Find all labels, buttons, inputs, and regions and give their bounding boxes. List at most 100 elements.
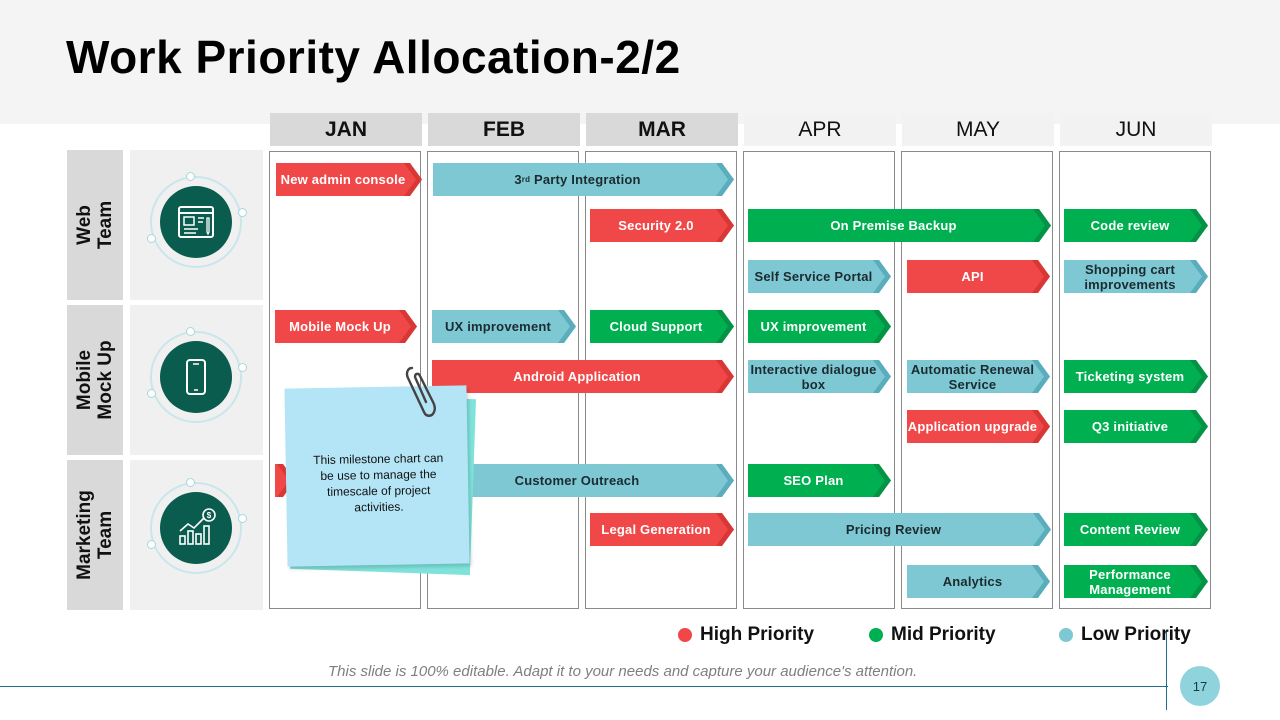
task-bar-label: [275, 464, 283, 497]
paperclip-icon: [405, 366, 437, 417]
task-bar: Pricing Review: [748, 513, 1051, 546]
task-bar-label: Shopping cart improvements: [1084, 261, 1176, 292]
task-bar: UX improvement: [748, 310, 891, 343]
task-bar: Android Application: [432, 360, 734, 393]
task-bar: Shopping cart improvements: [1064, 260, 1208, 293]
legend-low-label: Low Priority: [1081, 624, 1191, 645]
task-bar: Mobile Mock Up: [275, 310, 417, 343]
team-label-web-line2: Team: [95, 200, 116, 250]
task-bar-label: Q3 initiative: [1091, 419, 1169, 434]
task-bar-label: Content Review: [1079, 522, 1181, 537]
team-label-marketing-line2: Team: [95, 510, 116, 560]
task-bar-label: On Premise Backup: [830, 218, 957, 233]
task-bar-label: Pricing Review: [845, 522, 942, 537]
orbit-dot: [186, 172, 195, 181]
task-bar: Automatic Renewal Service: [907, 360, 1050, 393]
task-bar-label: Application upgrade: [907, 419, 1038, 434]
orbit-dot: [147, 540, 156, 549]
legend-mid-label: Mid Priority: [891, 624, 996, 645]
task-bar-label: Customer Outreach: [514, 473, 640, 488]
task-bar-label: Code review: [1090, 218, 1170, 233]
task-bar-label: Analytics: [942, 574, 1003, 589]
task-bar: Code review: [1064, 209, 1208, 242]
task-bar: Performance Management: [1064, 565, 1208, 598]
orbit-dot: [238, 208, 247, 217]
task-bar-label: SEO Plan: [783, 473, 844, 488]
orbit-dot: [186, 478, 195, 487]
task-bar-label: Automatic Renewal Service: [910, 361, 1035, 392]
month-header-jun: JUN: [1060, 113, 1212, 146]
task-bar: Customer Outreach: [432, 464, 734, 497]
month-header-jan: JAN: [270, 113, 422, 146]
task-bar-label: New admin console: [280, 172, 406, 187]
smartphone-icon: [160, 341, 232, 413]
task-bar: New admin console: [276, 163, 422, 196]
footer-divider: [0, 686, 1168, 687]
month-header-may: MAY: [902, 113, 1054, 146]
growth-chart-dollar-icon: $: [160, 492, 232, 564]
task-bar: SEO Plan: [748, 464, 891, 497]
task-bar-label: Ticketing system: [1075, 369, 1185, 384]
task-bar-label: Android Application: [513, 369, 641, 384]
orbit-dot: [147, 389, 156, 398]
task-bar-label: Legal Generation: [601, 522, 711, 537]
orbit-dot: [238, 514, 247, 523]
legend-low-priority: Low Priority: [1059, 624, 1191, 646]
low-priority-dot: [1059, 628, 1073, 642]
team-icon-box-marketing: $: [130, 460, 263, 610]
task-bar: Legal Generation: [590, 513, 734, 546]
team-label-mobile-line1: Mobile: [74, 349, 95, 411]
task-bar: API: [907, 260, 1050, 293]
task-bar: Q3 initiative: [1064, 410, 1208, 443]
footer-text: This slide is 100% editable. Adapt it to…: [328, 663, 918, 680]
legend-high-priority: High Priority: [678, 624, 814, 646]
task-bar: Content Review: [1064, 513, 1208, 546]
task-bar: Self Service Portal: [748, 260, 891, 293]
orbit-dot: [238, 363, 247, 372]
team-icon-box-web: [130, 150, 263, 300]
orbit-ring: [147, 478, 247, 574]
task-bar: Security 2.0: [590, 209, 734, 242]
task-bar-label: Mobile Mock Up: [289, 319, 391, 334]
task-bar: Cloud Support: [590, 310, 734, 343]
task-bar-label: Interactive dialogue box: [750, 361, 877, 392]
month-header-mar: MAR: [586, 113, 738, 146]
month-header-apr: APR: [744, 113, 896, 146]
task-bar: Application upgrade: [907, 410, 1050, 443]
task-bar-label: API: [961, 269, 984, 284]
sticky-note-text: This milestone chart can be use to manag…: [313, 450, 444, 515]
task-bar: On Premise Backup: [748, 209, 1051, 242]
task-bar-label: Performance Management: [1089, 566, 1171, 597]
mid-priority-dot: [869, 628, 883, 642]
orbit-ring: [147, 172, 247, 268]
task-bar-label: Security 2.0: [618, 218, 694, 233]
task-bar-label: UX improvement: [444, 319, 552, 334]
month-header-feb: FEB: [428, 113, 580, 146]
legend-mid-priority: Mid Priority: [869, 624, 996, 646]
task-bar: Interactive dialogue box: [748, 360, 891, 393]
page-number: 17: [1180, 666, 1220, 706]
sticky-note: This milestone chart can be use to manag…: [284, 385, 470, 567]
task-bar-label: UX improvement: [760, 319, 867, 334]
high-priority-dot: [678, 628, 692, 642]
team-icon-box-mobile: [130, 305, 263, 455]
task-bar-label: Self Service Portal: [754, 269, 873, 284]
page-title: Work Priority Allocation-2/2: [66, 31, 681, 83]
team-label-mobile-line2: Mock Up: [95, 340, 116, 420]
task-bar: Analytics: [907, 565, 1050, 598]
svg-text:$: $: [207, 511, 212, 520]
task-bar: UX improvement: [432, 310, 576, 343]
team-label-web-line1: Web: [74, 205, 95, 245]
team-label-marketing-line1: Marketing: [74, 490, 95, 580]
orbit-dot: [186, 327, 195, 336]
task-bar-label: Cloud Support: [609, 319, 703, 334]
header-background: [0, 0, 1280, 124]
orbit-ring: [147, 327, 247, 423]
browser-window-icon: [160, 186, 232, 258]
footer-vertical-divider: [1166, 632, 1167, 710]
